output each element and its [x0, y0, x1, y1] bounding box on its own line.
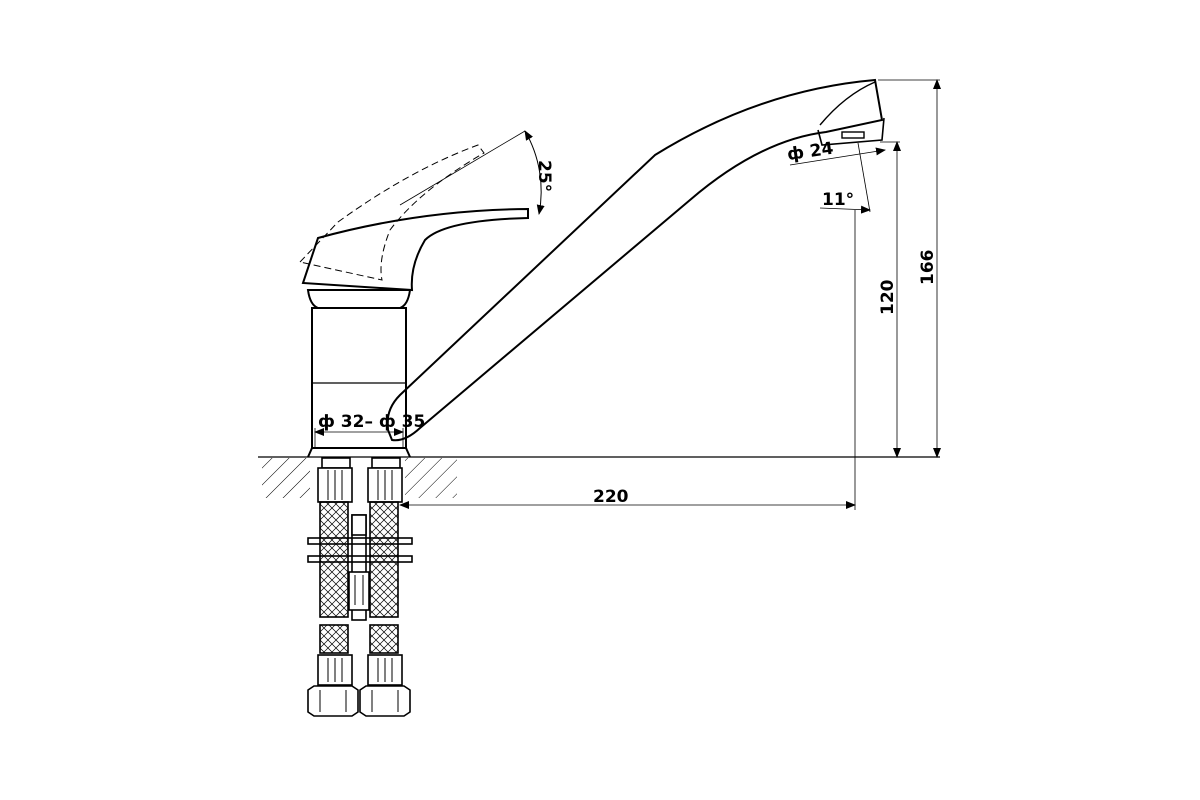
lever-angle-label: 25°	[534, 160, 554, 192]
hose-right	[359, 457, 411, 717]
spout-tilt-label: 11°	[822, 190, 854, 210]
faucet-body	[306, 289, 412, 458]
base-diameter-dimension: ф 32– ф 35	[314, 412, 425, 448]
lever-handle	[301, 207, 529, 292]
spout-height-label: 120	[878, 279, 898, 315]
total-height-label: 166	[918, 250, 938, 286]
vertical-dimensions	[854, 79, 941, 510]
aerator-diameter-label: ф 24	[786, 139, 835, 165]
base-diameter-label: ф 32– ф 35	[318, 412, 425, 432]
reach-dimension: 220	[399, 487, 856, 509]
countertop	[258, 456, 940, 498]
reach-label: 220	[593, 487, 629, 507]
spout	[386, 78, 885, 442]
mounting-stud	[307, 514, 413, 621]
hose-left	[307, 457, 359, 717]
stud-top	[351, 514, 367, 536]
spout-tilt-dimension: 11°	[819, 190, 871, 214]
lever-angle-dimension: 25°	[399, 130, 554, 215]
lever-raised-position	[299, 144, 485, 281]
